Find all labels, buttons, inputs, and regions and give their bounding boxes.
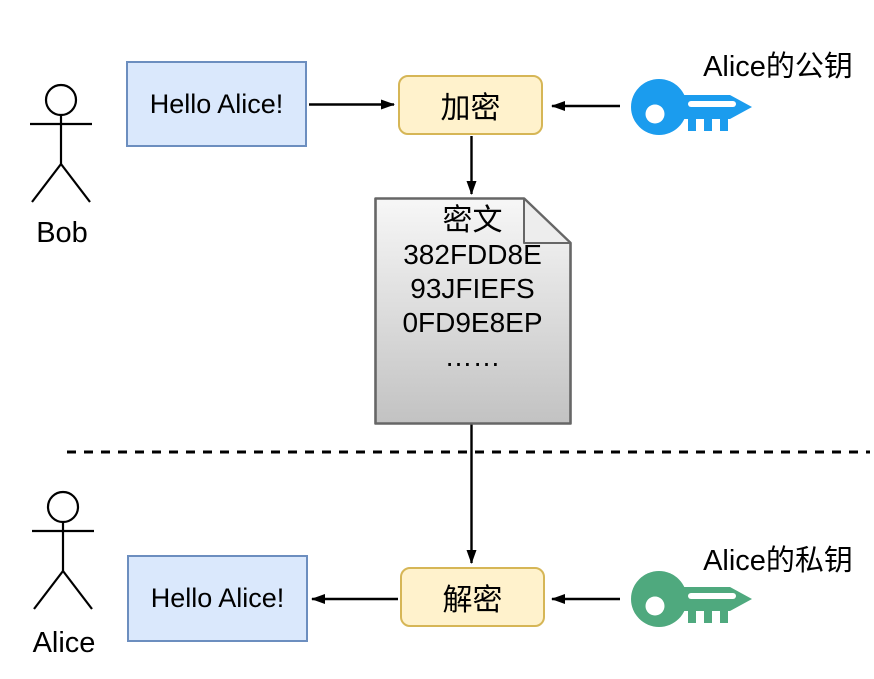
- ciphertext-text: 密文 382FDD8E 93JFIEFS 0FD9E8EP ……: [375, 204, 570, 374]
- public-key-label: Alice的公钥: [703, 51, 853, 83]
- alice-label: Alice: [32, 627, 96, 659]
- plaintext-text-top: Hello Alice!: [149, 88, 284, 119]
- private-key-icon: [631, 571, 752, 627]
- bob-label: Bob: [36, 217, 88, 249]
- plaintext-box-bottom: Hello Alice!: [127, 555, 308, 642]
- plaintext-box-top: Hello Alice!: [126, 61, 307, 147]
- document-line: 382FDD8E: [403, 239, 542, 270]
- ciphertext-document: [374, 197, 572, 425]
- document-line: ……: [444, 341, 501, 372]
- public-key-icon: [631, 79, 752, 135]
- private-key-label: Alice的私钥: [703, 545, 853, 577]
- document-line: 93JFIEFS: [410, 273, 535, 304]
- document-fold: [523, 197, 572, 244]
- alice-figure: [32, 490, 94, 610]
- plaintext-text-bottom: Hello Alice!: [150, 583, 285, 613]
- decrypt-box: 解密: [400, 567, 545, 627]
- document-title: 密文: [442, 204, 503, 237]
- encrypt-label: 加密: [440, 92, 501, 125]
- bob-figure: [30, 83, 92, 203]
- decrypt-label: 解密: [442, 584, 503, 617]
- document-line: 0FD9E8EP: [402, 307, 543, 338]
- encrypt-box: 加密: [398, 75, 543, 135]
